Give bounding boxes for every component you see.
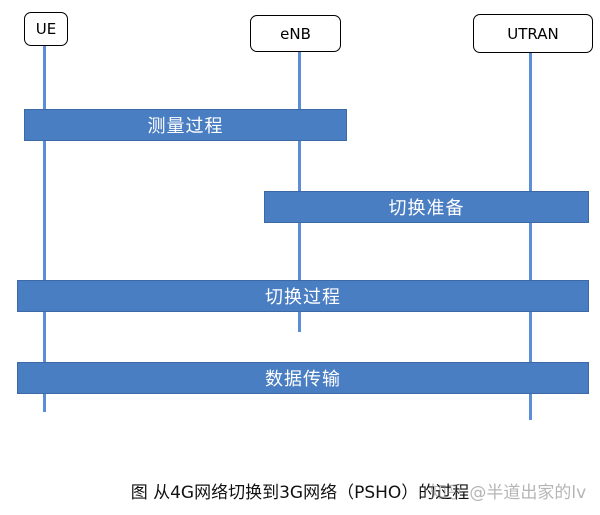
ue-node: UE	[24, 12, 68, 46]
ho-execution-phase-label: 切换过程	[265, 287, 341, 308]
utran-node: UTRAN	[473, 14, 593, 53]
utran-label: UTRAN	[507, 24, 559, 43]
ho-execution-phase-bar: 切换过程	[17, 280, 589, 312]
data-transfer-phase-bar: 数据传输	[17, 362, 589, 394]
data-transfer-phase-label: 数据传输	[265, 369, 341, 390]
ho-preparation-phase-label: 切换准备	[388, 198, 465, 219]
measurement-phase-label: 测量过程	[147, 116, 224, 137]
figure-caption: 图 从4G网络切换到3G网络（PSHO）的过程	[130, 483, 470, 503]
enb-node: eNB	[250, 15, 341, 52]
utran-lifeline	[529, 50, 532, 420]
measurement-phase-bar: 测量过程	[24, 109, 347, 141]
ue-lifeline	[43, 46, 46, 412]
watermark: 知乎 @半道出家的lv	[430, 483, 587, 503]
ue-label: UE	[35, 20, 57, 38]
ho-preparation-phase-bar: 切换准备	[264, 191, 589, 223]
enb-label: eNB	[280, 24, 311, 43]
